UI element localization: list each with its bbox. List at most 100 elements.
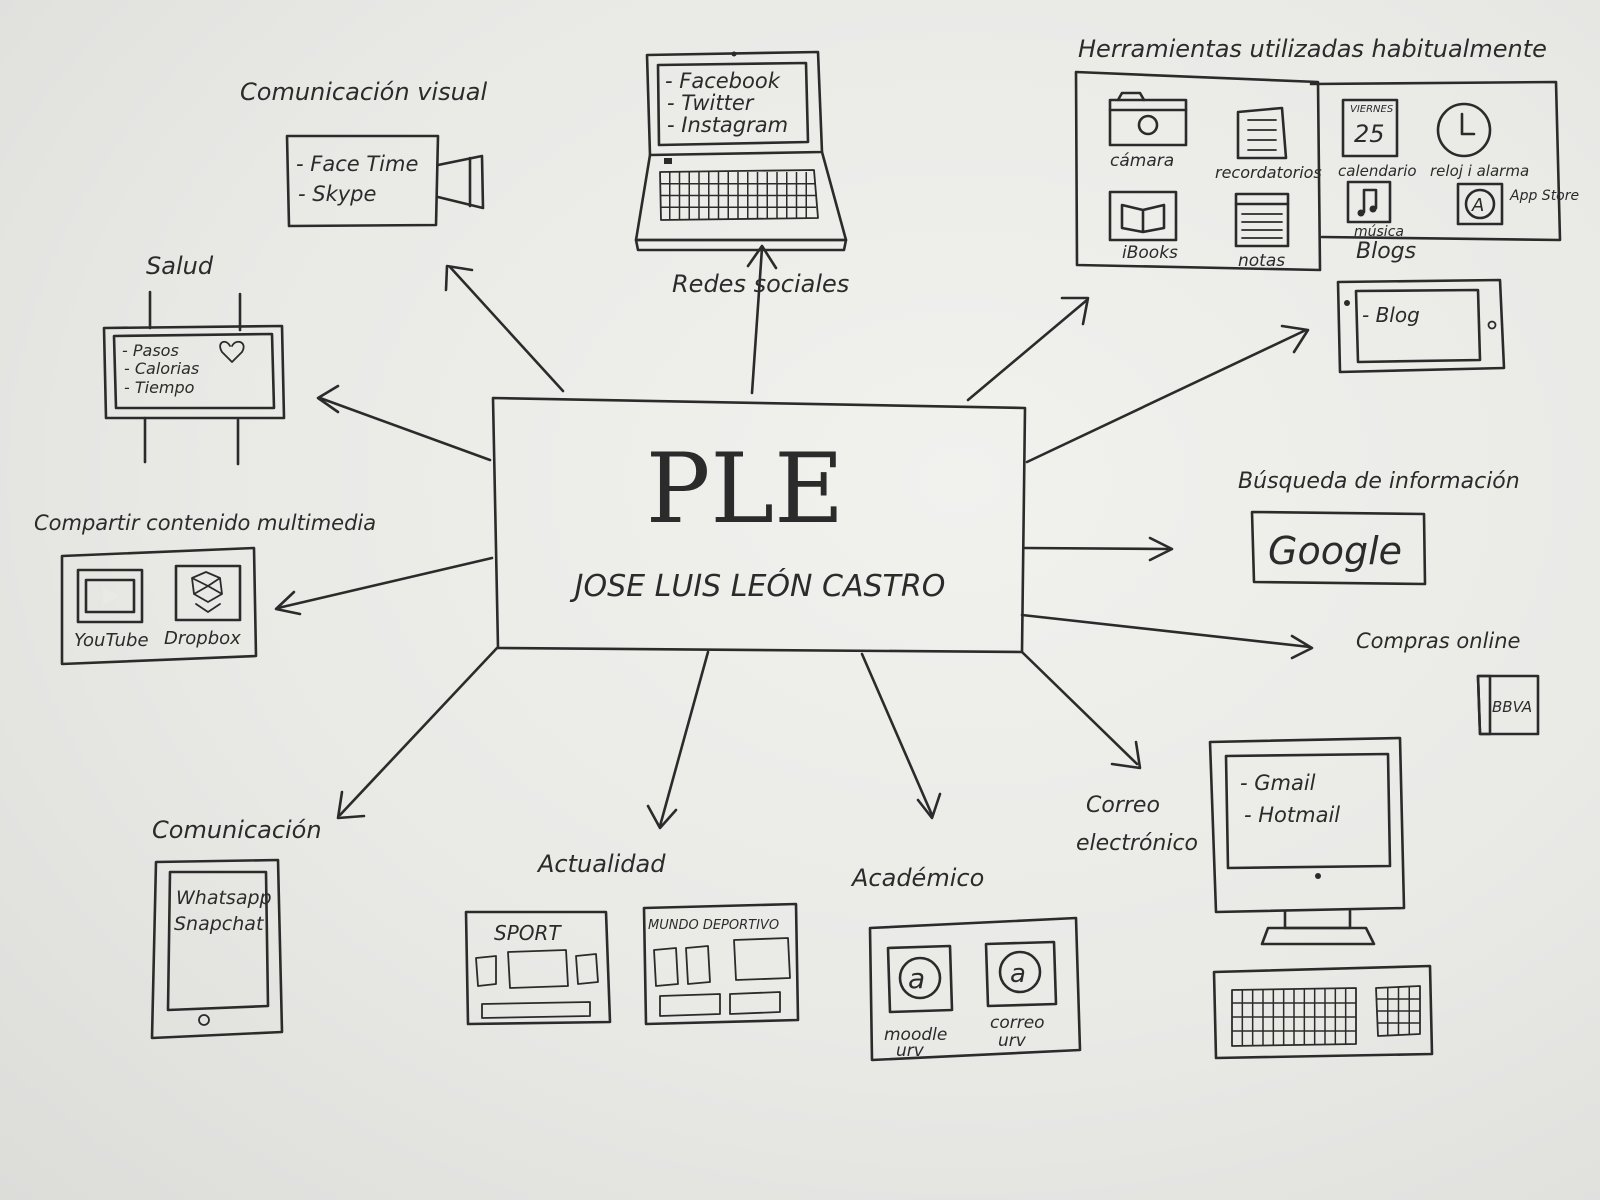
item-calorias: - Calorias (124, 359, 199, 378)
item-dropbox: Dropbox (164, 628, 241, 649)
app-label-notas: notas (1238, 251, 1285, 271)
app-label-reloj: reloj i alarma (1430, 162, 1529, 180)
app-label-camara: cámara (1110, 151, 1174, 171)
item-moodle-urv: urv (896, 1041, 925, 1061)
arrowhead-icon (1110, 740, 1142, 770)
label-compras: Compras online (1356, 629, 1520, 653)
arrowhead-icon (646, 804, 678, 830)
item-facebook: - Facebook (665, 69, 781, 93)
item-sport: SPORT (494, 921, 562, 945)
laptop-icon (634, 50, 848, 252)
tablet-icon (1336, 278, 1506, 374)
arrow-herramientas (966, 298, 1089, 402)
arrowhead-icon (1148, 536, 1174, 562)
apps-panel-left (1074, 70, 1322, 272)
label-correo-2: electrónico (1076, 831, 1198, 856)
multimedia-panel (60, 546, 258, 666)
node-busqueda: Búsqueda de información Google (1238, 469, 1520, 586)
label-salud: Salud (146, 252, 214, 280)
item-instagram: - Instagram (667, 113, 788, 137)
label-redes-sociales: Redes sociales (672, 270, 849, 298)
app-label-ibooks: iBooks (1122, 243, 1178, 263)
central-subtitle: JOSE LUIS LEÓN CASTRO (570, 567, 946, 604)
arrowhead-icon (444, 264, 474, 292)
arrow-busqueda (1023, 546, 1172, 551)
arrowhead-icon (1280, 324, 1310, 354)
connectors (274, 244, 1314, 830)
smartphone-icon (150, 858, 284, 1040)
clock-icon (1436, 102, 1492, 158)
node-herramientas: Herramientas utilizadas habitualmente cá… (1074, 35, 1579, 272)
item-youtube: YouTube (74, 630, 149, 651)
notes-icon (1234, 192, 1290, 248)
smartwatch-icon (102, 290, 286, 466)
node-redes-sociales: - Facebook - Twitter - Instagram Redes s… (634, 50, 849, 298)
node-compras: Compras online BBVA (1356, 629, 1540, 736)
app-label-app-store: App Store (1509, 188, 1579, 204)
node-comunicacion: Comunicación Whatsapp Snapchat (150, 816, 322, 1040)
academic-panel (868, 916, 1082, 1062)
apps-panel-right (1309, 80, 1562, 242)
arrowhead-icon (916, 792, 942, 820)
correo-urv-icon: a (984, 940, 1058, 1008)
label-blogs: Blogs (1356, 239, 1416, 264)
item-tiempo: - Tiempo (124, 378, 195, 397)
item-whatsapp: Whatsapp (176, 887, 272, 909)
search-box (1250, 510, 1427, 586)
music-icon (1346, 180, 1392, 224)
item-moodle: moodle (884, 1025, 947, 1045)
label-academico: Académico (850, 864, 984, 892)
video-camera-icon (285, 134, 485, 228)
item-snapchat: Snapchat (174, 913, 265, 935)
item-bbva: BBVA (1492, 698, 1532, 716)
arrow-academico (860, 652, 934, 817)
arrow-multimedia (276, 556, 494, 610)
item-gmail: - Gmail (1240, 771, 1316, 795)
label-multimedia: Compartir contenido multimedia (34, 511, 376, 535)
node-salud: Salud - Pasos - Calorias - Tiempo (102, 252, 286, 466)
app-label-recordatorios: recordatorios (1215, 163, 1322, 182)
node-correo: Correo electrónico - Gmail - Hotmail (1076, 736, 1434, 1060)
newspaper-sport-icon (464, 910, 612, 1026)
calendar-icon (1341, 98, 1399, 158)
label-herramientas: Herramientas utilizadas habitualmente (1078, 35, 1547, 63)
svg-text:a: a (908, 962, 925, 995)
item-twitter: - Twitter (667, 91, 755, 115)
arrowhead-icon (746, 244, 778, 270)
label-comunicacion-visual: Comunicación visual (240, 78, 487, 106)
app-label-calendario: calendario (1338, 162, 1417, 180)
item-pasos: - Pasos (122, 341, 179, 360)
bank-card-icon (1476, 674, 1540, 736)
arrowhead-icon (316, 384, 340, 414)
monitor-icon (1208, 736, 1406, 946)
arrow-comunicacion (338, 646, 499, 817)
central-title: PLE (646, 433, 844, 545)
arrow-correo (1020, 650, 1139, 766)
svg-text:A: A (1471, 195, 1484, 216)
calendar-day: VIERNES (1350, 104, 1394, 115)
arrow-actualidad (658, 650, 710, 828)
camera-icon (1108, 91, 1188, 147)
newspaper-mundo-deportivo-icon (642, 902, 800, 1026)
item-skype: - Skype (298, 182, 376, 206)
central-node: PLE JOSE LUIS LEÓN CASTRO (491, 396, 1027, 654)
label-comunicacion: Comunicación (152, 816, 322, 844)
item-google: Google (1268, 529, 1402, 573)
arrowhead-icon (336, 790, 366, 820)
node-academico: Académico a a moodle urv correo urv (850, 864, 1082, 1062)
label-actualidad: Actualidad (536, 850, 666, 878)
dropbox-icon (174, 564, 242, 622)
item-facetime: - Face Time (296, 152, 418, 176)
app-store-icon: A (1456, 182, 1504, 226)
ibooks-icon (1108, 190, 1178, 242)
item-blog: - Blog (1362, 303, 1420, 327)
svg-text:a: a (1010, 959, 1026, 989)
label-busqueda: Búsqueda de información (1238, 469, 1520, 494)
arrowhead-icon (1290, 634, 1314, 660)
arrowhead-icon (1060, 296, 1090, 326)
reminders-icon (1236, 106, 1288, 160)
youtube-icon (76, 568, 144, 624)
moodle-icon: a (886, 944, 954, 1014)
